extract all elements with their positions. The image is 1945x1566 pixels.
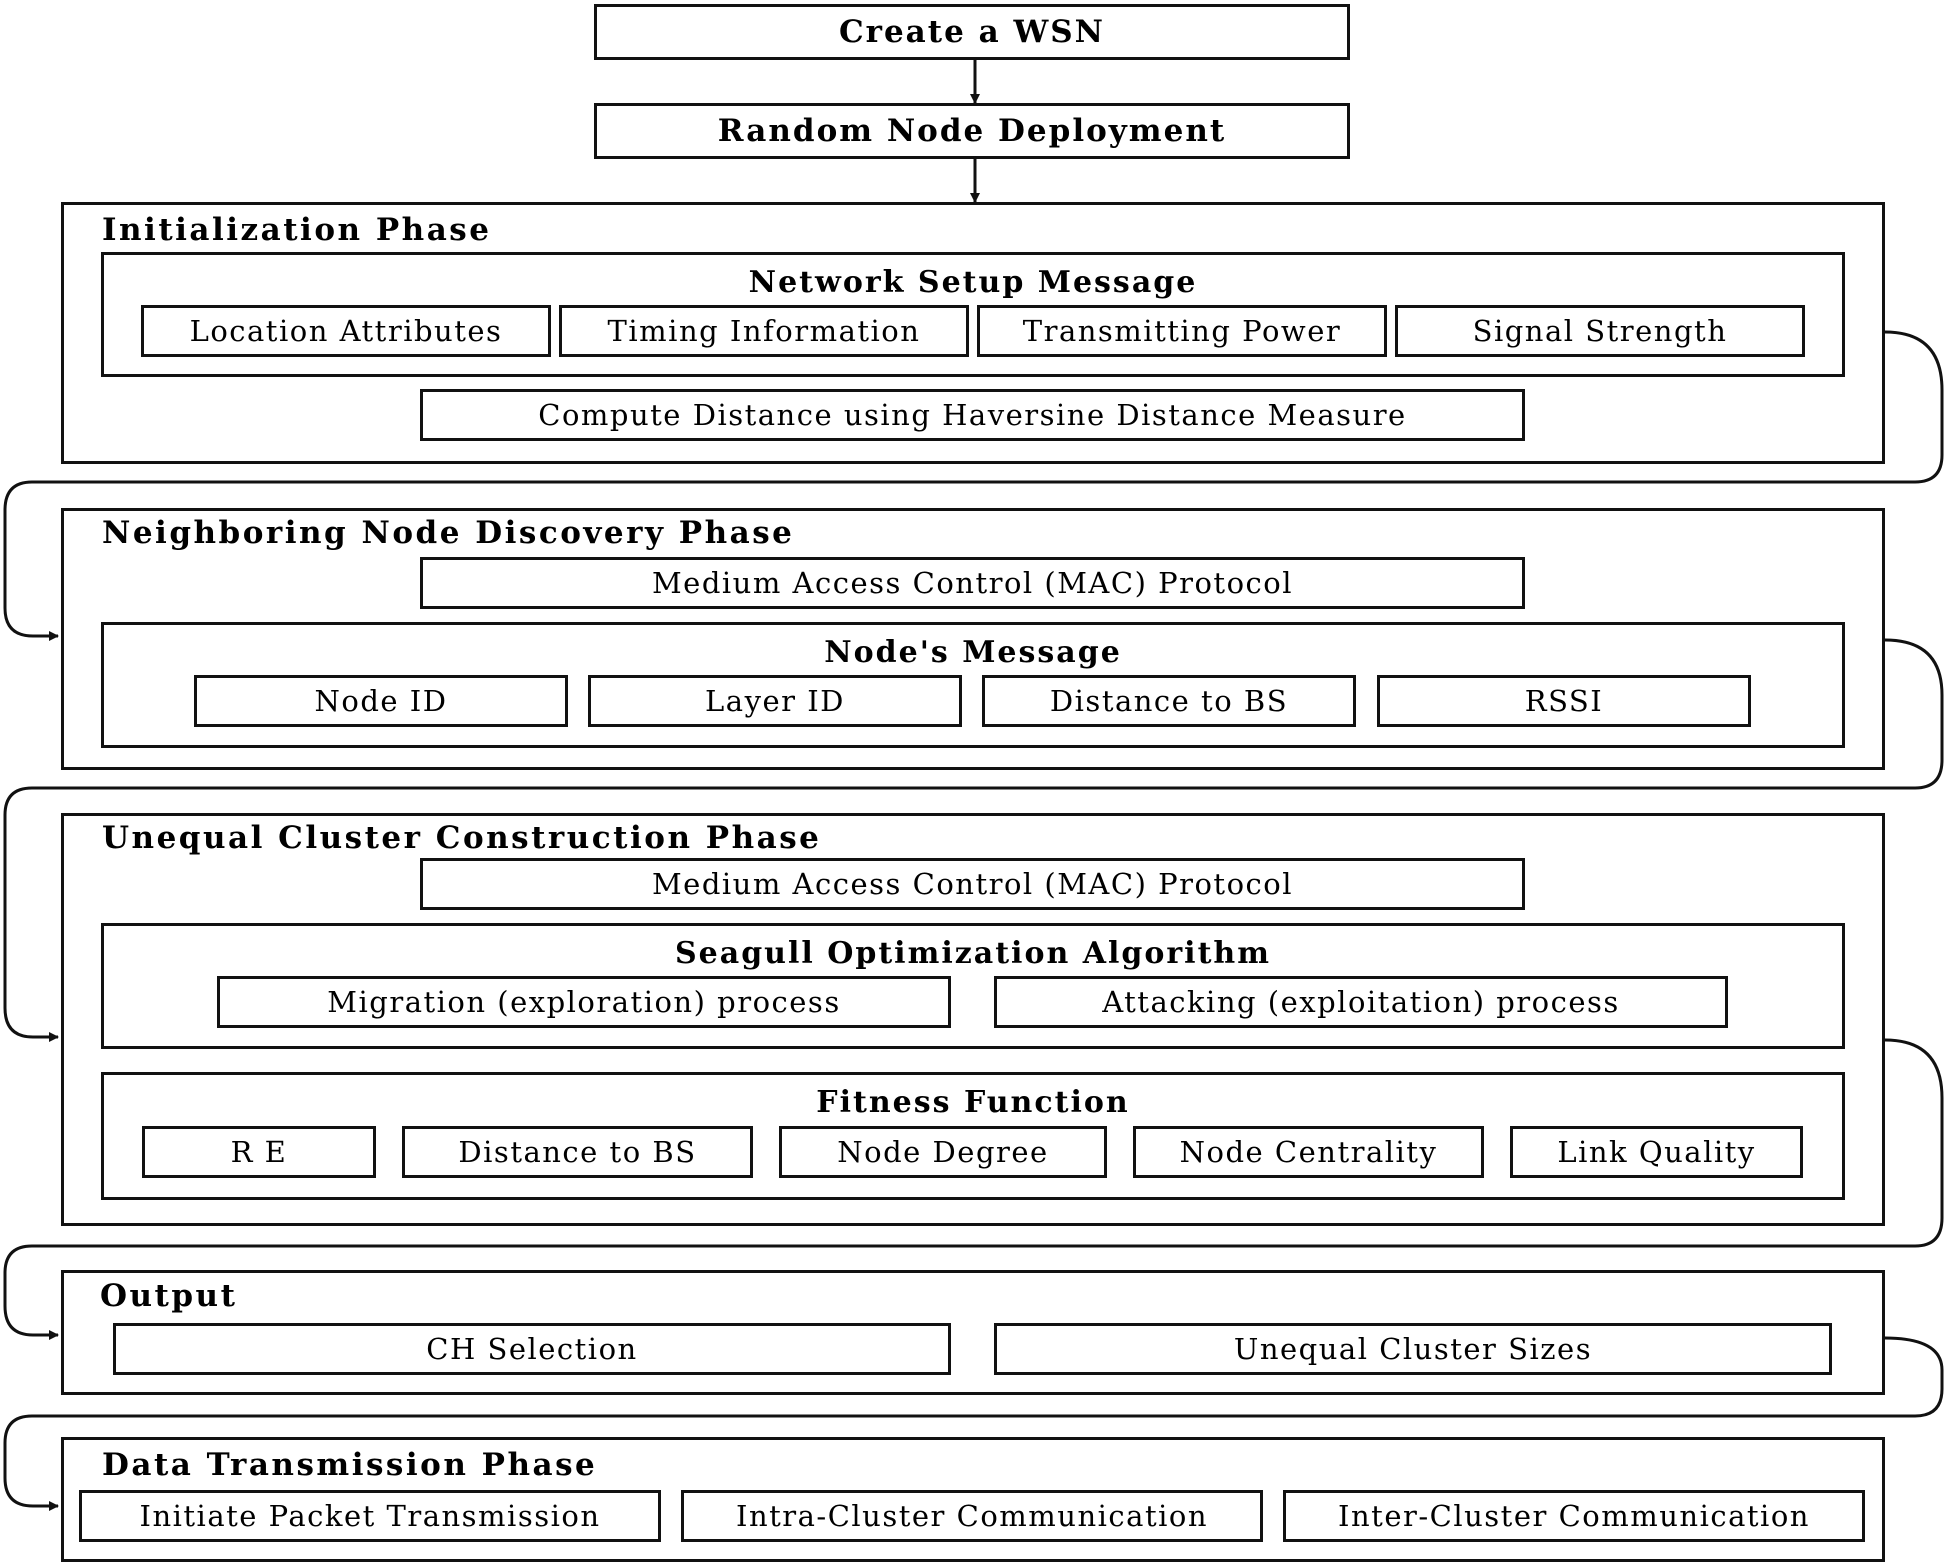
node-id-item: Node ID bbox=[194, 675, 568, 727]
signal-strength-item: Signal Strength bbox=[1395, 305, 1805, 357]
output-title: Output bbox=[100, 1278, 238, 1314]
seagull-optimization-title: Seagull Optimization Algorithm bbox=[675, 936, 1271, 971]
link-quality-item: Link Quality bbox=[1510, 1126, 1803, 1178]
construction-phase-title: Unequal Cluster Construction Phase bbox=[102, 820, 822, 856]
initialization-phase-title: Initialization Phase bbox=[102, 212, 492, 248]
fitness-distance-to-bs-item: Distance to BS bbox=[402, 1126, 753, 1178]
unequal-cluster-sizes-item: Unequal Cluster Sizes bbox=[994, 1323, 1832, 1375]
rssi-item: RSSI bbox=[1377, 675, 1751, 727]
construction-mac-protocol: Medium Access Control (MAC) Protocol bbox=[420, 858, 1525, 910]
discovery-mac-protocol: Medium Access Control (MAC) Protocol bbox=[420, 557, 1525, 609]
inter-cluster-communication-item: Inter-Cluster Communication bbox=[1283, 1490, 1865, 1542]
loop-construction-to-output bbox=[3, 1038, 1944, 1340]
fitness-function-title: Fitness Function bbox=[816, 1085, 1130, 1120]
create-wsn-step: Create a WSN bbox=[594, 4, 1350, 60]
loop-output-to-transmission bbox=[3, 1336, 1944, 1511]
initiate-packet-transmission-item: Initiate Packet Transmission bbox=[79, 1490, 661, 1542]
random-deployment-step: Random Node Deployment bbox=[594, 103, 1350, 159]
discovery-phase-title: Neighboring Node Discovery Phase bbox=[102, 515, 795, 551]
node-message-title: Node's Message bbox=[824, 635, 1122, 670]
layer-id-item: Layer ID bbox=[588, 675, 962, 727]
transmitting-power-item: Transmitting Power bbox=[977, 305, 1387, 357]
distance-to-bs-item: Distance to BS bbox=[982, 675, 1356, 727]
intra-cluster-communication-item: Intra-Cluster Communication bbox=[681, 1490, 1263, 1542]
loop-init-to-discovery bbox=[3, 330, 1944, 641]
migration-process-item: Migration (exploration) process bbox=[217, 976, 951, 1028]
residual-energy-item: R E bbox=[142, 1126, 376, 1178]
attacking-process-item: Attacking (exploitation) process bbox=[994, 976, 1728, 1028]
network-setup-message-title: Network Setup Message bbox=[748, 265, 1198, 300]
location-attributes-item: Location Attributes bbox=[141, 305, 551, 357]
loop-discovery-to-construction bbox=[3, 638, 1944, 1042]
compute-distance-item: Compute Distance using Haversine Distanc… bbox=[420, 389, 1525, 441]
node-centrality-item: Node Centrality bbox=[1133, 1126, 1484, 1178]
ch-selection-item: CH Selection bbox=[113, 1323, 951, 1375]
node-degree-item: Node Degree bbox=[779, 1126, 1107, 1178]
timing-information-item: Timing Information bbox=[559, 305, 969, 357]
transmission-phase-title: Data Transmission Phase bbox=[102, 1447, 598, 1483]
